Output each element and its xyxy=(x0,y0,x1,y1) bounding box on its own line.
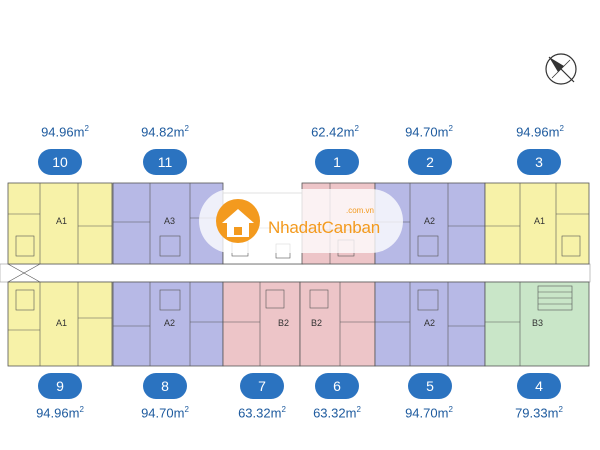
unit-1-badge: 1 xyxy=(315,149,359,175)
unit-5-block xyxy=(374,281,486,367)
unit-10-code: A1 xyxy=(56,216,68,226)
unit-11-badge: 11 xyxy=(143,149,187,175)
unit-7-badge: 7 xyxy=(240,373,284,399)
unit-4-block xyxy=(484,281,590,367)
unit-5-code: A2 xyxy=(424,318,436,328)
unit-3-code: A1 xyxy=(534,216,546,226)
unit-10-block xyxy=(7,182,113,265)
unit-9-code: A1 xyxy=(56,318,68,328)
unit-8-area: 94.70m2 xyxy=(141,405,189,421)
unit-6-block xyxy=(299,281,376,367)
unit-3-block xyxy=(484,182,590,265)
unit-5-badge: 5 xyxy=(408,373,452,399)
unit-4-badge: 4 xyxy=(517,373,561,399)
unit-11-area: 94.82m2 xyxy=(141,124,189,140)
unit-10-area: 94.96m2 xyxy=(41,124,89,140)
corridor xyxy=(0,263,591,283)
unit-6-code: B2 xyxy=(311,318,323,328)
watermark-domain: .com.vn xyxy=(346,206,375,215)
unit-4-code: B3 xyxy=(532,318,544,328)
unit-5-area: 94.70m2 xyxy=(405,405,453,421)
unit-7-area: 63.32m2 xyxy=(238,405,286,421)
unit-8-block xyxy=(112,281,224,367)
north-arrow-icon xyxy=(545,53,577,85)
unit-10-badge: 10 xyxy=(38,149,82,175)
unit-3-area: 94.96m2 xyxy=(516,124,564,140)
unit-7-block xyxy=(222,281,301,367)
unit-9-badge: 9 xyxy=(38,373,82,399)
unit-9-block xyxy=(7,281,113,367)
unit-1-area: 62.42m2 xyxy=(311,124,359,140)
unit-8-code: A2 xyxy=(164,318,176,328)
unit-7-code: B2 xyxy=(278,318,290,328)
unit-6-badge: 6 xyxy=(315,373,359,399)
unit-6-area: 63.32m2 xyxy=(313,405,361,421)
watermark-brand: NhadatCanban xyxy=(268,218,380,237)
unit-8-badge: 8 xyxy=(143,373,187,399)
unit-3-badge: 3 xyxy=(517,149,561,175)
house-icon xyxy=(216,199,260,243)
unit-2-code: A2 xyxy=(424,216,436,226)
unit-2-badge: 2 xyxy=(408,149,452,175)
unit-4-area: 79.33m2 xyxy=(515,405,563,421)
unit-9-area: 94.96m2 xyxy=(36,405,84,421)
unit-2-area: 94.70m2 xyxy=(405,124,453,140)
unit-11-code: A3 xyxy=(164,216,176,226)
